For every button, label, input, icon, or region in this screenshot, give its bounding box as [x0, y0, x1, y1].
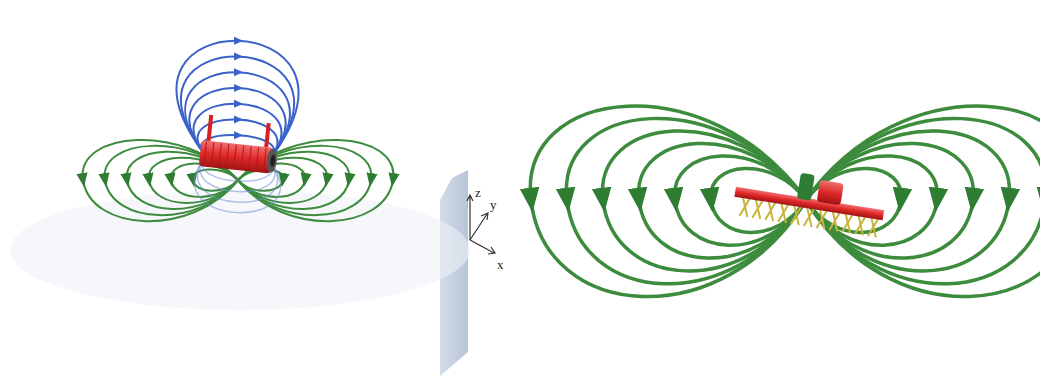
coil-winding: [219, 143, 222, 167]
coil-winding: [204, 142, 207, 166]
field-line: [806, 118, 1040, 283]
axis-line: [467, 195, 473, 240]
field-line: [806, 131, 1010, 271]
coil-core: [270, 155, 276, 167]
coil-winding: [804, 206, 815, 227]
axis-label: z: [475, 186, 481, 199]
coil-winding: [211, 143, 214, 167]
coil-winding: [226, 144, 229, 168]
field-arrow: [234, 37, 243, 45]
field-arrow: [234, 84, 243, 92]
coil-body: [199, 140, 273, 173]
coil-winding: [234, 145, 237, 169]
field-line: [806, 168, 901, 232]
coil-winding: [855, 214, 866, 235]
coil-winding: [264, 148, 267, 172]
coil-core: [817, 180, 844, 205]
coil-post: [797, 173, 815, 201]
field-arrow: [234, 100, 243, 108]
coil-end: [266, 148, 278, 173]
field-arrow: [234, 53, 243, 61]
coil-winding: [829, 210, 840, 231]
coil-winding: [842, 212, 853, 233]
field-line: [185, 72, 290, 156]
field-line: [176, 41, 298, 156]
coil-winding: [765, 200, 776, 221]
axis-label: y: [490, 198, 497, 211]
coil-winding: [817, 208, 828, 229]
ground-shade: [10, 190, 470, 310]
solenoid-coil: [199, 114, 281, 174]
field-arrow: [234, 116, 243, 124]
coil-post: [206, 115, 213, 145]
field-line: [806, 156, 937, 245]
coil-winding: [752, 198, 763, 219]
axis-label: x: [497, 258, 504, 271]
field-line: [806, 106, 1040, 297]
coil-winding: [778, 202, 789, 223]
coil-winding: [740, 196, 751, 217]
axis-line: [470, 240, 495, 254]
field-arrow: [234, 68, 243, 76]
field-arrow: [234, 131, 243, 139]
field-line: [181, 56, 294, 156]
coil-winding: [868, 216, 879, 237]
axis-line: [470, 213, 488, 240]
coil-winding: [241, 146, 244, 170]
field-line: [806, 143, 973, 258]
coil-winding: [249, 146, 252, 170]
coil-winding: [256, 147, 259, 171]
flat-coil: [732, 163, 888, 238]
coil-winding: [791, 204, 802, 225]
